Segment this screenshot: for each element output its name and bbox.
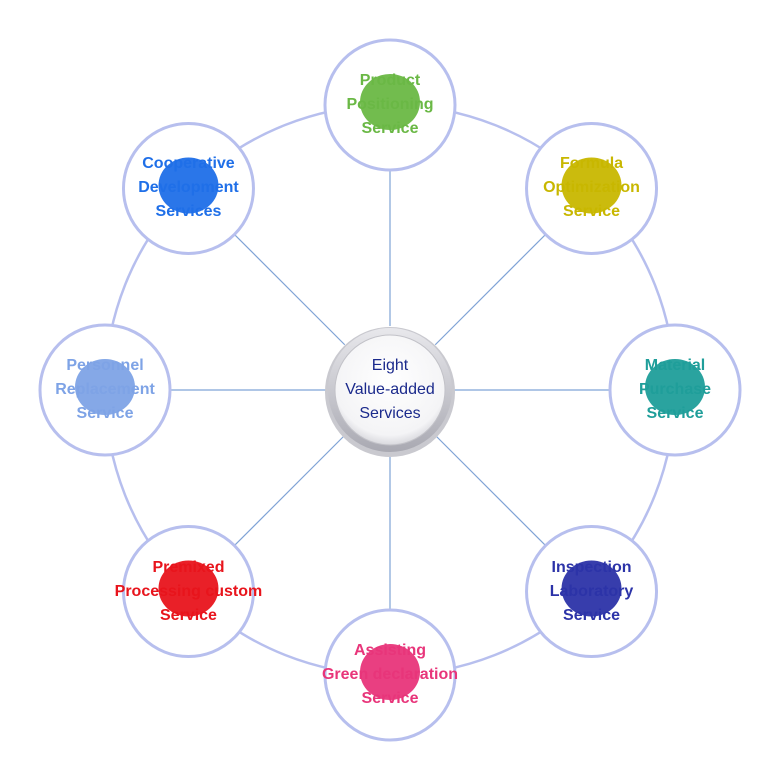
node-assisting-green-declaration [323,608,457,742]
node-label-line: Inspection [551,558,632,576]
node-label-line: Material [644,357,706,374]
spoke-inspection-laboratory [434,434,546,546]
node-color-blob [158,560,219,617]
node-label-line: Services [155,203,222,221]
node-label-line: Purchase [638,381,712,398]
node-personnel-replacement [38,323,172,457]
node-label-line: Service [646,405,704,422]
node-label-line: Replacement [55,381,155,398]
node-label-line: Assisting [353,642,426,659]
node-label-line: Service [361,690,419,707]
node-label-line: Premixed [152,558,225,576]
node-formula-optimization [525,121,659,255]
node-product-positioning [323,38,457,172]
node-inspection-laboratory [525,525,659,659]
spoke-cooperative-development [234,234,346,346]
center-label-line: Eight [371,357,409,374]
node-label-line: Processing custom [114,582,263,600]
spoke-formula-optimization [434,234,546,346]
center-node [325,327,455,457]
center-label-line: Value-added [345,381,435,398]
node-color-blob [360,74,420,130]
node-label-line: Service [76,405,134,422]
center-face [334,334,446,446]
node-label-line: Service [160,606,217,624]
node-label-line: Laboratory [549,582,634,600]
node-label-line: Service [563,203,620,221]
node-color-blob [561,157,622,214]
node-label-line: Service [361,120,419,137]
node-premixed-processing [121,525,255,659]
node-color-blob [75,359,135,415]
node-label-line: Optimization [543,179,640,197]
node-color-blob [561,560,622,617]
node-label-line: Cooperative [142,155,235,173]
node-color-blob [158,157,219,214]
node-label-line: Development [138,179,239,197]
node-color-blob [360,644,420,700]
node-material-purchase [608,323,742,457]
node-color-blob [645,359,705,415]
center-label-line: Services [359,405,421,422]
node-label-line: Positioning [346,96,434,113]
node-label-line: Product [359,72,421,89]
node-label-line: Formula [559,155,624,173]
node-label-line: Green declaration [321,666,459,683]
node-label-line: Personnel [66,357,144,374]
spoke-premixed-processing [234,434,346,546]
node-label-line: Service [563,606,620,624]
node-cooperative-development [121,121,255,255]
